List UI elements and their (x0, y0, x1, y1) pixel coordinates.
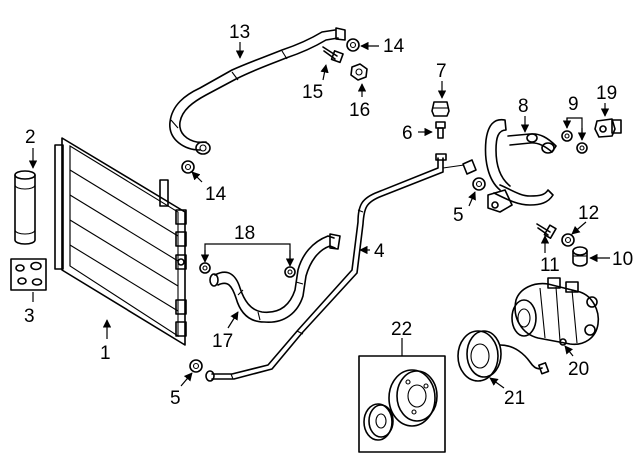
o-ring-upper-part (346, 38, 360, 52)
callout-13: 13 (229, 22, 250, 43)
pressure-switch-10-part (572, 246, 588, 267)
callout-18: 18 (234, 223, 255, 244)
callout-21: 21 (504, 388, 525, 409)
liquid-line-part (205, 153, 477, 382)
condenser-part (54, 137, 187, 346)
callout-15: 15 (302, 82, 323, 103)
callout-7: 7 (436, 61, 447, 82)
o-rings-9-part (561, 130, 588, 154)
callout-14-upper: 14 (383, 36, 405, 57)
o-ring-5-lower-part (189, 359, 203, 373)
sensor-19-part (594, 118, 622, 138)
callout-labels: 2 3 1 13 14 15 16 14 7 6 8 9 19 5 12 10 … (24, 22, 633, 409)
callout-14-lower: 14 (205, 184, 227, 205)
screw-11-part (536, 223, 557, 239)
leader-lines (28, 41, 610, 389)
callout-9: 9 (568, 94, 579, 115)
callout-5-upper: 5 (453, 205, 464, 226)
nut-16-part (350, 63, 368, 81)
drier-cylinder-part (14, 170, 36, 245)
callout-20: 20 (568, 359, 589, 380)
o-ring-12-part (561, 233, 575, 247)
callout-5-lower: 5 (170, 388, 181, 409)
valve-cap-7-part (431, 101, 450, 117)
suction-hose-upper-part (169, 27, 346, 155)
o-ring-lower-part (181, 160, 195, 174)
callout-4: 4 (374, 241, 385, 262)
callout-3: 3 (24, 306, 35, 327)
o-ring-5-upper-part (472, 177, 486, 191)
bolt-15-part (322, 46, 344, 64)
callout-16: 16 (349, 100, 370, 121)
compressor-20-part (511, 277, 600, 346)
callout-12: 12 (578, 203, 599, 224)
o-ring-18-right-part (284, 266, 296, 278)
callout-11: 11 (540, 255, 560, 276)
callout-8: 8 (518, 96, 529, 117)
callout-19: 19 (596, 83, 617, 104)
callout-6: 6 (402, 123, 413, 144)
clutch-kit-22-part (358, 355, 446, 453)
o-ring-18-left-part (199, 262, 211, 274)
suction-hose-17-part (209, 233, 341, 323)
discharge-hose-8-part (484, 118, 557, 213)
callout-17: 17 (212, 331, 233, 352)
callout-2: 2 (25, 127, 36, 148)
callout-1: 1 (100, 343, 111, 364)
seal-kit-part (10, 258, 47, 291)
clutch-21-part (457, 330, 550, 382)
callout-10: 10 (612, 249, 633, 270)
callout-22: 22 (391, 319, 412, 340)
valve-core-6-part (435, 121, 446, 139)
